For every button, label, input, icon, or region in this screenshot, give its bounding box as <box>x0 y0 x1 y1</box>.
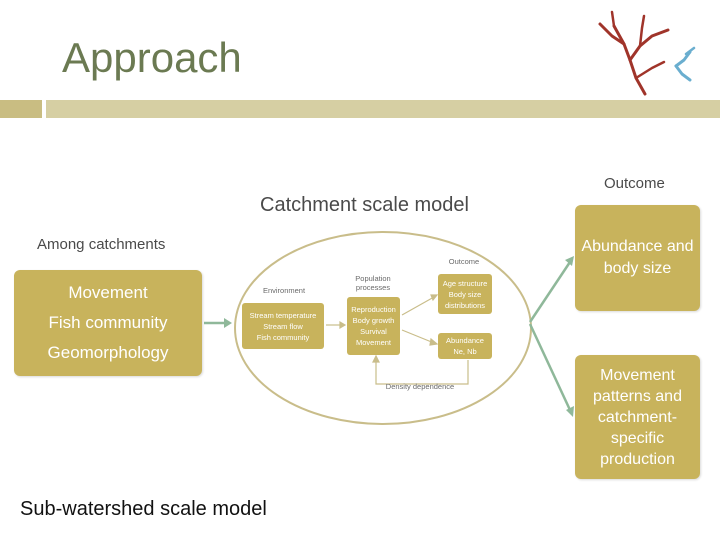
input-geomorphology: Geomorphology <box>47 343 169 362</box>
header-bar-right <box>46 100 720 118</box>
age-structure-box: Age structure Body size distributions <box>438 274 492 314</box>
outcome-movement-box: Movement patterns and catchment-specific… <box>575 355 700 479</box>
catchment-model-label: Catchment scale model <box>260 194 469 216</box>
abundance-box: Abundance Ne, Nb <box>438 333 492 359</box>
slide-title: Approach <box>62 34 242 81</box>
environment-box: Stream temperature Stream flow Fish comm… <box>242 303 324 349</box>
population-processes-label: Population processes <box>355 274 391 292</box>
outcome-arrows <box>528 256 574 417</box>
input-arrow <box>204 318 232 328</box>
ne-nb-text: Ne, Nb <box>453 347 477 356</box>
outcome-abundance-box: Abundance and body size <box>575 205 700 311</box>
env-fish-community: Fish community <box>256 332 310 342</box>
density-dependence-label: Density dependence <box>385 382 455 391</box>
input-fish-community: Fish community <box>48 313 168 332</box>
among-catchments-label: Among catchments <box>37 236 166 253</box>
sub-watershed-label: Sub-watershed scale model <box>20 498 267 520</box>
inner-arrows <box>326 294 469 385</box>
input-movement: Movement <box>68 283 148 302</box>
outcome-label: Outcome <box>604 175 665 192</box>
abundance-text: Abundance <box>446 336 484 345</box>
body-size-text: Body size distributions <box>444 289 486 310</box>
river-network-icon <box>598 10 696 96</box>
proc-body-growth: Body growth <box>352 316 395 325</box>
env-stream-flow: Stream flow <box>263 321 303 331</box>
environment-label: Environment <box>262 286 306 295</box>
population-processes-box: Reproduction Body growth Survival Moveme… <box>347 297 400 355</box>
env-stream-temperature: Stream temperature <box>249 310 317 320</box>
proc-survival: Survival <box>360 327 387 336</box>
header-bar-left <box>0 100 42 118</box>
inner-outcome-label: Outcome <box>448 257 480 266</box>
proc-reproduction: Reproduction <box>351 305 396 314</box>
catchment-inputs-box: Movement Fish community Geomorphology <box>14 270 202 376</box>
age-structure-text: Age structure <box>442 278 488 288</box>
proc-movement: Movement <box>355 338 391 347</box>
